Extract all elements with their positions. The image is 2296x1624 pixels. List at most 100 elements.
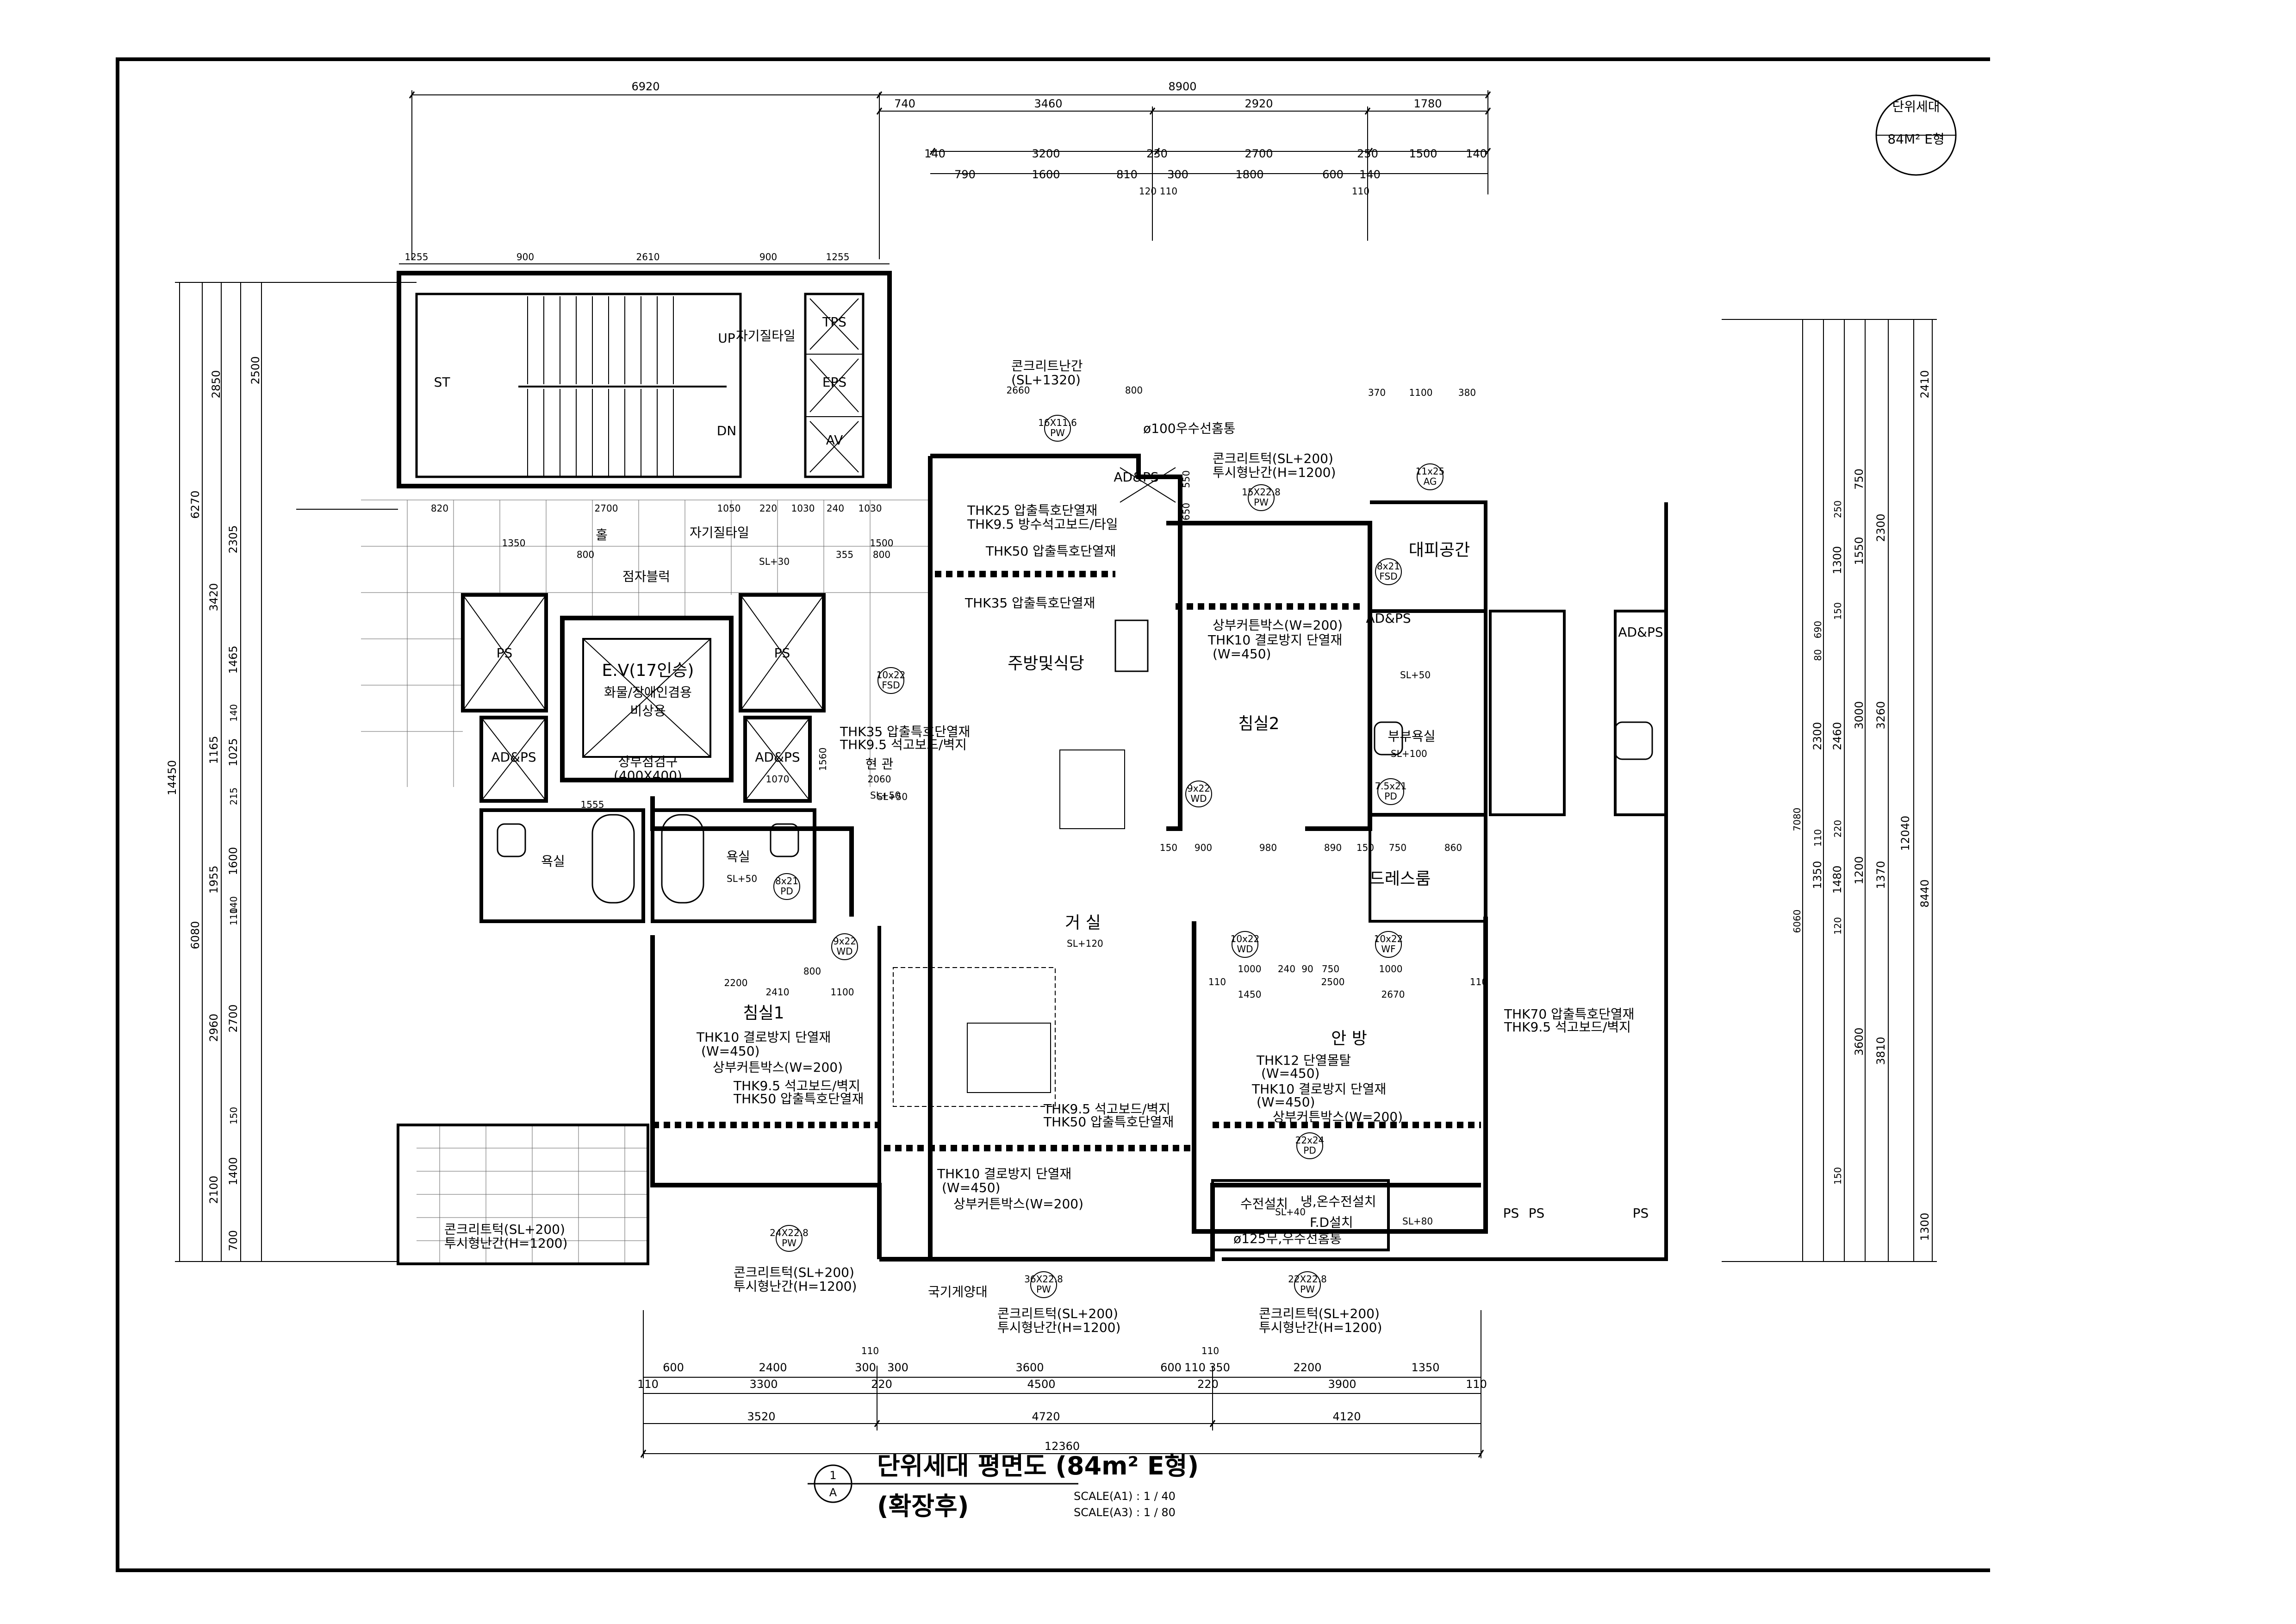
dim-left-140b: 140 — [228, 896, 239, 914]
note-17: THK9.5 석고보드/벽지 — [733, 1078, 860, 1093]
tag-8-a: 9x22 — [833, 936, 856, 947]
idim-ent-1555: 1555 — [581, 799, 604, 810]
dim-hall-1030a: 1030 — [791, 503, 815, 514]
dim-left-14450: 14450 — [166, 760, 179, 795]
note-16: 상부커튼박스(W=200) — [713, 1060, 843, 1075]
title-scale-a1: SCALE(A1) : 1 / 40 — [1074, 1490, 1176, 1503]
dim-left-2850: 2850 — [210, 370, 223, 398]
dim-left-6080: 6080 — [189, 921, 202, 949]
dim-bot-220a: 220 — [871, 1378, 892, 1391]
tag-10-b: WF — [1381, 943, 1395, 955]
shaft-adps-4: AD&PS — [1366, 611, 1411, 626]
dim-right-220: 220 — [1832, 820, 1843, 837]
idim-bed1-2200: 2200 — [724, 977, 748, 988]
dim-left-2100: 2100 — [207, 1175, 220, 1204]
shaft-av: AV — [826, 432, 843, 448]
dim-top-6920: 6920 — [631, 80, 660, 93]
dim-left-6270: 6270 — [189, 490, 202, 518]
tag-11-a: 22x24 — [1295, 1135, 1325, 1146]
dimension-lines — [175, 90, 1937, 1458]
dim-right-690: 690 — [1812, 621, 1823, 638]
dim-top-790: 790 — [954, 168, 976, 181]
dim-bot-110e: 110 — [1466, 1378, 1487, 1391]
dim-left-1025: 1025 — [227, 738, 240, 766]
hatch-label: 상부점검구 — [618, 754, 678, 769]
drawing-title: 1 A 단위세대 평면도 (84m² E형) (확장후) SCALE(A1) :… — [808, 1451, 1199, 1521]
idim-balc-2660: 2660 — [1007, 385, 1030, 396]
idim-ent-1070: 1070 — [766, 774, 790, 785]
dim-bot-4500: 4500 — [1027, 1378, 1055, 1391]
note-12: THK10 결로방지 단열재 — [1207, 632, 1342, 648]
idim-mst-1000b: 1000 — [1379, 963, 1403, 974]
dim-right-150a: 150 — [1832, 602, 1843, 620]
shaft-ps-3: PS — [1503, 1206, 1519, 1221]
note-0: 콘크리트난간 — [1011, 358, 1083, 374]
dim-bot-2400: 2400 — [759, 1361, 787, 1374]
note-20: THK50 압출특호단열재 — [1043, 1114, 1174, 1130]
unit-tag-line2: 84M² E형 — [1887, 131, 1944, 147]
dim-top-2920: 2920 — [1244, 97, 1273, 110]
dim-bot-600a: 600 — [663, 1361, 684, 1374]
level-6: SL+40 — [1275, 1206, 1306, 1218]
unit-tag: 단위세대 84M² E형 — [1875, 94, 1957, 176]
tag-9-a: 10x22 — [1231, 933, 1260, 944]
stair-treads — [462, 296, 1176, 801]
dim-left-140a: 140 — [228, 704, 239, 722]
top-dimensions: 6920 8900 740 3460 2920 1780 140 3200 23… — [405, 80, 1487, 560]
tag-3-a: 8x21 — [1377, 561, 1400, 572]
inner-dimensions: 2660 800 370 1100 380 550 650 150 900 98… — [581, 385, 1488, 1000]
idim-bed2b-750: 750 — [1389, 842, 1406, 853]
dim-left-3420: 3420 — [207, 583, 220, 611]
dim-top-120: 120 — [1139, 186, 1157, 197]
dim-bot-4720: 4720 — [1032, 1410, 1060, 1423]
shaft-ps-1: PS — [497, 645, 513, 661]
idim-shelter-370: 370 — [1368, 387, 1386, 398]
note-44: 자기질타일 — [736, 328, 796, 344]
room-hall: 홀 — [596, 527, 608, 543]
tag-12-b: PW — [782, 1237, 796, 1249]
dim-left-2305: 2305 — [227, 525, 240, 553]
dim-top-140a: 140 — [924, 147, 946, 160]
dim-hall-220: 220 — [759, 503, 777, 514]
dim-right-250: 250 — [1832, 500, 1843, 518]
note-34: 투시형난간(H=1200) — [734, 1279, 857, 1294]
dim-bot-3900: 3900 — [1328, 1378, 1356, 1391]
dim-core-1255a: 1255 — [405, 251, 429, 262]
dim-top-250: 250 — [1357, 147, 1378, 160]
dim-hall-240: 240 — [827, 503, 844, 514]
dim-right-1200: 1200 — [1853, 856, 1866, 884]
sheet-border — [116, 57, 1990, 1572]
note-19: THK9.5 석고보드/벽지 — [1043, 1101, 1170, 1117]
dim-left-215: 215 — [228, 787, 239, 805]
dim-right-12040: 12040 — [1899, 816, 1912, 851]
idim-bed2b-150b: 150 — [1356, 842, 1374, 853]
level-7: SL+80 — [1402, 1216, 1433, 1227]
tag-4-b: FSD — [882, 680, 900, 691]
tag-1-a: 15X22.8 — [1242, 487, 1281, 498]
idim-mst-90: 90 — [1301, 963, 1313, 974]
dim-bot-300a: 300 — [855, 1361, 876, 1374]
dim-right-1300: 1300 — [1918, 1212, 1931, 1241]
idim-bed2b-900: 900 — [1195, 842, 1212, 853]
note-42: F.D설치 — [1310, 1215, 1353, 1230]
title-sheet: A — [829, 1486, 837, 1499]
dim-right-1350: 1350 — [1811, 861, 1824, 889]
level-4: SL+50 — [1400, 669, 1431, 681]
room-elevator-2: 화물/장애인겸용 — [604, 685, 692, 700]
annotation-notes: 콘크리트난간 (SL+1320) ø100우수선홈통 콘크리트턱(SL+200)… — [444, 328, 1634, 1335]
shaft-adps-2: AD&PS — [755, 750, 800, 765]
room-elevator-3: 비상용 — [630, 703, 666, 718]
note-23: THK10 결로방지 단열재 — [1251, 1081, 1386, 1097]
dim-top-3200: 3200 — [1032, 147, 1060, 160]
level-0: SL+30 — [759, 556, 790, 567]
dim-hall-2700: 2700 — [595, 503, 618, 514]
note-37: 투시형난간(H=1200) — [997, 1320, 1120, 1335]
note-7: THK50 압출특호단열재 — [985, 543, 1116, 559]
room-living: 거 실 — [1065, 913, 1101, 932]
shaft-adps-1: AD&PS — [491, 750, 536, 765]
idim-bed2-650: 650 — [1181, 503, 1192, 520]
dim-top-140c: 140 — [1359, 168, 1381, 181]
title-scale-a3: SCALE(A3) : 1 / 80 — [1074, 1506, 1176, 1519]
dim-top-140b: 140 — [1466, 147, 1487, 160]
room-elevator: E.V(17인승) — [602, 661, 694, 680]
